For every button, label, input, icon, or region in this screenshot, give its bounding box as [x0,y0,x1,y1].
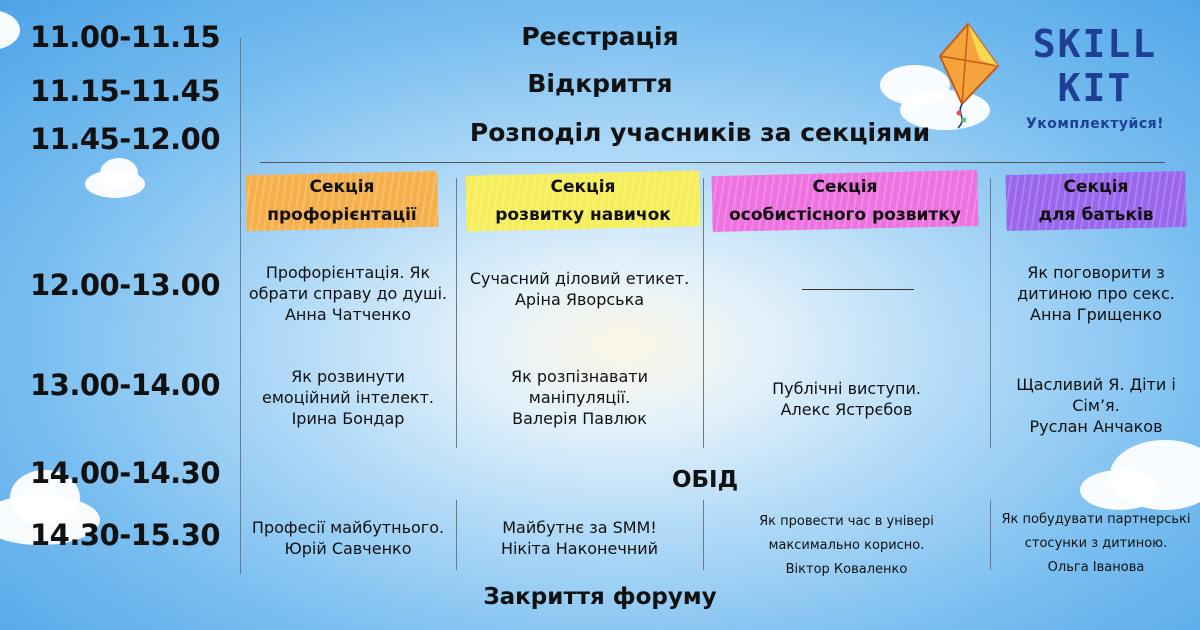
cloud-decoration [0,10,20,50]
event-registration: Реєстрація [521,22,679,51]
session-cell: Як розпізнавати маніпуляції. Валерія Пав… [511,367,648,428]
column-divider [703,178,704,448]
cloud-decoration [100,158,138,188]
cloud-decoration [900,90,990,130]
logo-title: SKILL KIT [1032,22,1158,110]
column-divider [456,178,457,448]
event-lunch: ОБІД [671,467,739,493]
empty-slot-line [802,289,914,290]
section-label: Секція для батьків [1038,177,1154,225]
session-cell: Публічні виступи. Алекс Ястрєбов [772,379,921,419]
timeline-divider [240,38,241,574]
logo-subtitle: Укомплектуйся! [1025,116,1164,132]
session-cell: Як розвинути емоційний інтелект. Ірина Б… [262,367,434,428]
section-label: Секція розвитку навичок [495,177,671,225]
session-cell: Майбутнє за SMM! Нікіта Наконечний [500,518,659,558]
time-slot: 13.00-14.00 [30,368,221,402]
column-divider [990,500,991,570]
column-divider [990,178,991,448]
time-slot: 14.00-14.30 [30,456,221,490]
event-closing: Закриття форуму [483,584,717,610]
session-cell: Профорієнтація. Як обрати справу до душі… [248,263,448,324]
logo: SKILL KIT Укомплектуйся! [1005,22,1185,132]
section-skills: Секція розвитку навичок [465,165,701,237]
session-cell: Як провести час в універі максимально ко… [759,514,934,577]
cloud-decoration [10,470,80,525]
time-slot: 14.30-15.30 [30,518,221,552]
section-parents: Секція для батьків [1005,165,1187,237]
event-distribution: Розподіл учасників за секціями [469,118,931,147]
section-personal: Секція особистісного розвитку [711,165,979,237]
session-cell: Щасливий Я. Діти і Сім’я. Руслан Анчаков [1016,375,1176,436]
cloud-decoration [1080,470,1160,510]
time-slot: 11.15-11.45 [30,74,221,108]
kite-icon [938,22,1000,129]
section-label: Секція профорієнтації [267,177,417,225]
time-slot: 11.00-11.15 [30,20,221,54]
section-career: Секція профорієнтації [245,165,439,237]
section-label: Секція особистісного розвитку [729,177,961,225]
column-divider [456,500,457,570]
session-cell: Як поговорити з дитиною про секс. Анна Г… [1017,263,1175,324]
session-cell: Як побудувати партнерські стосунки з дит… [1001,512,1191,575]
time-slot: 11.45-12.00 [30,122,221,156]
time-slot: 12.00-13.00 [30,268,221,302]
session-cell: Професії майбутнього. Юрій Савченко [251,518,445,558]
column-divider [703,500,704,570]
session-cell: Сучасний діловий етикет. Аріна Яворська [469,269,690,309]
header-divider [260,162,1165,163]
event-opening: Відкриття [527,69,673,98]
